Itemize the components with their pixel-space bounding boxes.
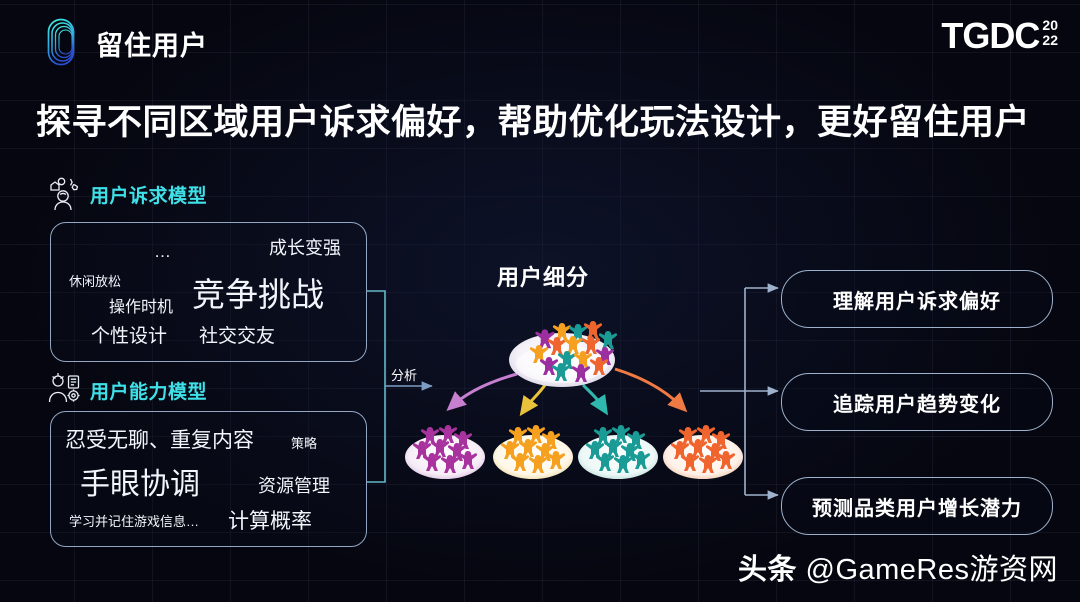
word-cloud-item: 计算概率 [228, 510, 312, 533]
tgdc-wordmark: TGDC [941, 15, 1040, 56]
watermark: 头条 @GameRes游资网 [738, 546, 1058, 588]
tgdc-brand-logo: TGDC 20 22 [941, 16, 1058, 56]
word-cloud-item: 学习并记住游戏信息… [69, 514, 200, 529]
word-cloud-item: … [154, 242, 173, 261]
capsule-outline-logo-icon [38, 14, 84, 70]
word-cloud-item: 休闲放松 [69, 274, 122, 289]
watermark-handle: @GameRes游资网 [805, 554, 1058, 586]
user-needs-model-box: 成长变强 … 休闲放松 操作时机 竞争挑战 个性设计 社交交友 [50, 222, 367, 362]
purple-segment-cluster [402, 412, 488, 489]
analysis-arrow-label: 分析 [391, 368, 418, 383]
user-ability-icon [44, 372, 84, 408]
user-ability-model-box: 忍受无聊、重复内容 策略 手眼协调 资源管理 学习并记住游戏信息… 计算概率 [50, 411, 367, 547]
outcome-pill-understand-needs[interactable]: 理解用户诉求偏好 [781, 270, 1053, 328]
main-headline: 探寻不同区域用户诉求偏好，帮助优化玩法设计，更好留住用户 [36, 103, 1031, 142]
watermark-prefix: 头条 [737, 554, 797, 586]
section-header-user-ability: 用户能力模型 [44, 372, 207, 408]
tgdc-year: 20 22 [1042, 18, 1058, 48]
word-cloud-item: 成长变强 [269, 238, 341, 258]
section-header-user-needs: 用户诉求模型 [44, 176, 207, 212]
user-needs-icon [44, 176, 84, 212]
teal-segment-cluster [575, 412, 661, 489]
word-cloud-item: 操作时机 [109, 299, 174, 316]
page-title: 留住用户 [96, 31, 208, 61]
amber-segment-cluster [490, 412, 576, 489]
word-cloud-item: 策略 [291, 436, 318, 451]
orange-segment-cluster [660, 412, 746, 489]
word-cloud-item: 个性设计 [91, 326, 168, 347]
outcome-pill-predict-growth[interactable]: 预测品类用户增长潜力 [781, 477, 1053, 535]
outcome-pill-track-trends[interactable]: 追踪用户趋势变化 [781, 373, 1053, 431]
center-title: 用户细分 [497, 265, 590, 290]
section-title-user-ability: 用户能力模型 [90, 381, 208, 403]
tgdc-year-bottom: 22 [1042, 32, 1058, 48]
word-cloud-item: 社交交友 [199, 326, 276, 347]
word-cloud-item: 竞争挑战 [192, 276, 324, 313]
word-cloud-item: 资源管理 [258, 476, 330, 496]
word-cloud-item: 手眼协调 [80, 468, 200, 501]
word-cloud-item: 忍受无聊、重复内容 [65, 429, 254, 452]
mixed-user-cluster [505, 300, 620, 400]
tgdc-year-top: 20 [1042, 17, 1058, 33]
slide-header: 留住用户 TGDC 20 22 [0, 0, 1080, 88]
section-title-user-needs: 用户诉求模型 [90, 185, 208, 207]
